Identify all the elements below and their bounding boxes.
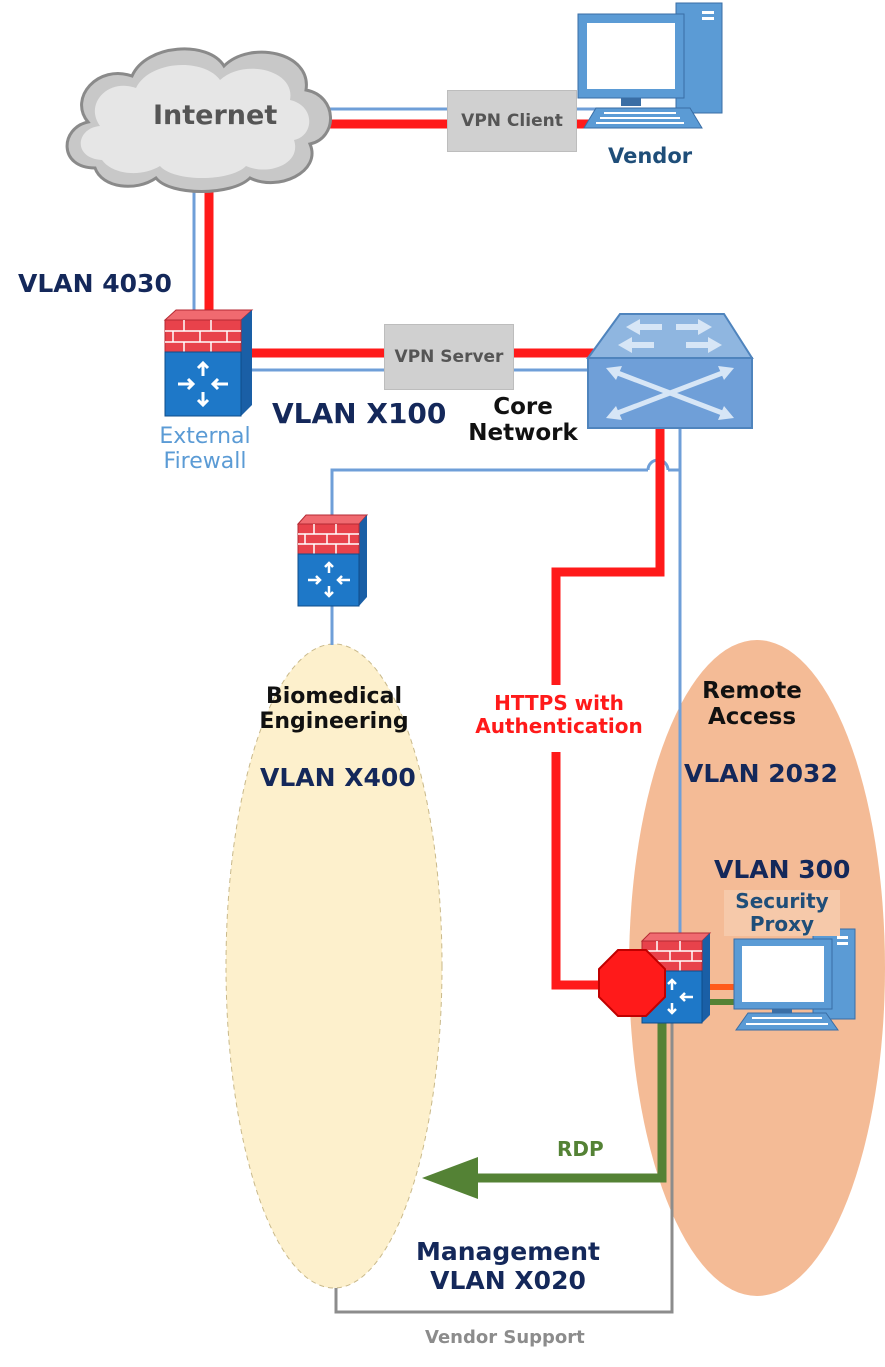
https-auth-line-2: Authentication [475,714,643,738]
biomedical-line-2: Engineering [259,709,409,735]
core-network-label: Core Network [460,394,586,447]
management-line-2: VLAN X020 [430,1265,586,1295]
internet-label: Internet [153,100,278,131]
vlan-2032-label: VLAN 2032 [684,759,838,788]
proxy-desktop-computer-icon [733,928,856,1031]
core-network-line-2: Network [468,420,578,447]
core-network-line-1: Core [493,394,553,420]
vpn-server-box: VPN Server [384,324,514,390]
management-label: Management VLAN X020 [408,1237,608,1296]
remote-access-line-2: Access [707,704,797,731]
security-proxy-line-1: Security [735,889,829,913]
remote-access-line-1: Remote [702,678,802,704]
vendor-support-label: Vendor Support [425,1327,585,1348]
vlan-x100-label: VLAN X100 [272,397,447,430]
vpn-client-label: VPN Client [461,111,563,131]
security-proxy-label: Security Proxy [724,890,840,936]
core-distribution-link [330,425,682,935]
biomedical-line-1: Biomedical [266,684,402,709]
biomedical-engineering-zone [225,643,443,1289]
vendor-support-link [334,1022,674,1314]
stop-sign-icon [598,949,666,1017]
https-auth-link [551,425,665,990]
security-proxy-line-2: Proxy [749,912,815,936]
remote-access-label: Remote Access [690,678,814,731]
vendor-label: Vendor [608,144,693,168]
vpn-server-label: VPN Server [394,347,504,367]
vpn-client-box: VPN Client [447,90,577,152]
cloud-icon [65,47,332,193]
vlan-4030-label: VLAN 4030 [18,269,172,298]
rdp-label: RDP [557,1137,604,1161]
https-auth-line-1: HTTPS with [494,691,624,715]
external-firewall-icon [163,309,254,417]
vlan-x400-label: VLAN X400 [260,763,416,792]
rdp-link [422,1022,667,1199]
external-firewall-line-1: External [159,424,251,449]
management-line-1: Management [415,1237,601,1266]
biomedical-engineering-label: Biomedical Engineering [248,684,420,735]
external-firewall-label: External Firewall [150,424,260,475]
firewall-core-link [252,348,598,372]
rdp-arrow-icon [422,1157,478,1199]
vendor-desktop-computer-icon [577,2,723,129]
biomedical-firewall-icon [296,514,369,607]
vlan-300-label: VLAN 300 [714,855,851,884]
network-switch-icon [586,313,754,429]
external-firewall-line-2: Firewall [163,449,247,475]
https-auth-label: HTTPS with Authentication [470,690,648,740]
internet-firewall-link [192,180,214,312]
